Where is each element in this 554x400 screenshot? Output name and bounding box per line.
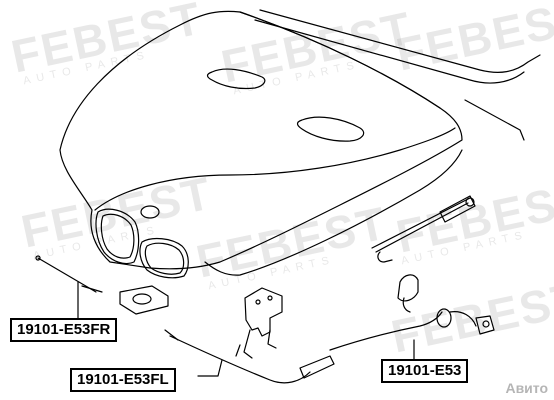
cowl-panel <box>254 19 525 84</box>
cowl-panel <box>464 99 525 141</box>
cable-fl-end <box>164 329 179 341</box>
grille-right-inner <box>144 242 185 275</box>
grille-left-inner <box>100 213 135 259</box>
gas-strut <box>375 202 469 253</box>
gas-strut <box>371 197 471 249</box>
strut-bracket <box>377 251 393 263</box>
part-number-label: 19101-E53 <box>381 359 469 383</box>
hood-scoop <box>296 116 365 142</box>
hood-front-line <box>204 149 463 276</box>
cable-end <box>449 311 477 327</box>
grille-right <box>139 237 189 279</box>
latch-bolt <box>267 295 273 301</box>
cable-fl <box>169 335 311 384</box>
gas-strut-body <box>439 195 476 223</box>
cable-clip-hole <box>482 320 490 328</box>
hood-scoop <box>206 68 266 90</box>
cable-e53 <box>329 311 443 351</box>
latch-bolt <box>255 299 261 305</box>
cable-grommet <box>436 308 452 328</box>
latch-fr-body <box>119 285 169 315</box>
hood-edge-line <box>239 11 441 109</box>
cowl-panel <box>259 9 541 73</box>
part-number-label: 19101-E53FR <box>10 318 118 342</box>
logo-emblem <box>140 205 160 219</box>
cable-clip <box>475 315 495 335</box>
latch-link <box>235 344 241 357</box>
part-number-label: 19101-E53FL <box>70 368 176 392</box>
cable-fr <box>37 257 97 293</box>
corner-watermark: Авито <box>505 380 548 396</box>
cable-sleeve <box>299 355 335 379</box>
grille-left <box>95 208 140 265</box>
release-lever-handle <box>402 297 411 313</box>
latch-fr-disc <box>132 293 152 305</box>
hood-crease <box>94 127 456 211</box>
cable-fr-end <box>35 255 41 261</box>
hood-outline <box>59 10 463 270</box>
latch-pin <box>267 329 277 349</box>
leader-line-fl <box>197 359 223 377</box>
release-lever <box>397 274 419 302</box>
hood-latch <box>244 287 283 337</box>
strut-end <box>465 197 475 207</box>
latch-pin <box>243 329 253 359</box>
cable-fr <box>81 285 103 293</box>
